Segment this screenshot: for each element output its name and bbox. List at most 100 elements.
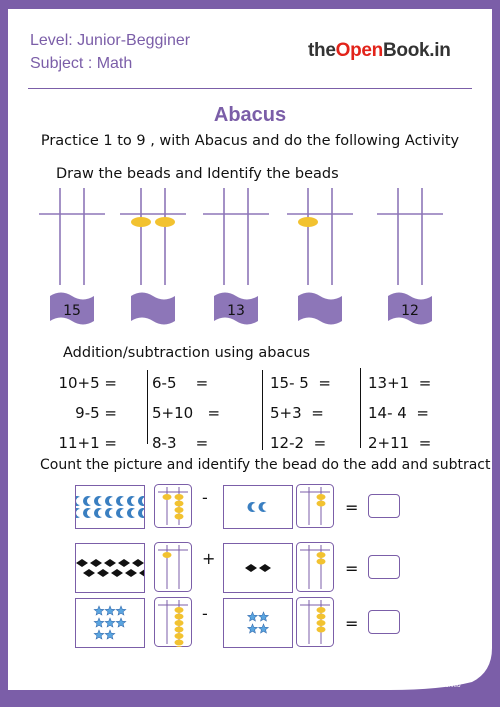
mini-abacus xyxy=(296,542,334,592)
bead xyxy=(316,494,326,500)
moon-icon xyxy=(105,496,113,506)
moon-icon xyxy=(247,502,256,512)
picture-box xyxy=(75,598,145,648)
picture-box xyxy=(223,485,293,529)
star-icon xyxy=(257,611,270,622)
star-icon xyxy=(115,605,127,616)
level-label: Level: Junior-Begginer xyxy=(30,32,191,49)
star-icon xyxy=(93,605,105,616)
bead xyxy=(174,494,184,500)
bead xyxy=(174,633,184,639)
equation: 2+11 = xyxy=(368,434,432,452)
moon-icon xyxy=(116,508,124,518)
equation: 12-2 = xyxy=(270,434,327,452)
section3-heading: Count the picture and identify the bead … xyxy=(40,457,491,473)
bead xyxy=(174,607,184,613)
bead xyxy=(162,494,172,500)
picture-box xyxy=(75,543,151,593)
operator-sign: - xyxy=(202,604,208,623)
bead xyxy=(174,626,184,633)
section1-heading: Draw the beads and Identify the beads xyxy=(56,166,339,182)
diamond-icon xyxy=(132,559,144,567)
brand-the: the xyxy=(308,40,336,61)
star-icon xyxy=(104,617,116,628)
abacus-row: 15 13 12 xyxy=(39,188,443,325)
bead xyxy=(155,217,175,227)
number-flag-label: 15 xyxy=(63,303,81,319)
bead xyxy=(316,613,326,620)
bead xyxy=(162,552,172,558)
brand-open: Open xyxy=(335,40,384,61)
moon-icon xyxy=(105,508,113,518)
mini-abacus xyxy=(154,542,192,592)
number-flag xyxy=(50,292,94,325)
diamond-icon xyxy=(139,569,151,577)
picture-box xyxy=(223,598,293,648)
moon-icon xyxy=(116,496,124,506)
brand-logo[interactable]: theOpenBook.in xyxy=(308,40,451,62)
mini-abacus xyxy=(296,484,334,528)
bead xyxy=(174,507,184,513)
diamond-icon xyxy=(125,569,137,577)
equals-sign: = xyxy=(345,498,359,517)
answer-box[interactable] xyxy=(368,494,400,518)
bead xyxy=(316,558,326,565)
moon-icon xyxy=(83,508,91,518)
star-icon xyxy=(93,629,105,640)
number-flag xyxy=(388,292,432,325)
moon-icon xyxy=(72,508,80,518)
equation: 8-3 = xyxy=(152,434,209,452)
number-flag xyxy=(298,292,342,325)
equation: 13+1 = xyxy=(368,374,432,392)
diamond-icon xyxy=(111,569,123,577)
abacus-frame: 15 xyxy=(39,188,105,325)
equation: 11+1 = xyxy=(58,434,117,452)
moon-icon xyxy=(127,496,135,506)
moon-icon xyxy=(127,508,135,518)
picture-box xyxy=(223,543,293,593)
answer-box[interactable] xyxy=(368,555,400,579)
answer-box[interactable] xyxy=(368,610,400,634)
mini-abacus xyxy=(154,597,192,647)
star-icon xyxy=(104,605,116,616)
equation: 6-5 = xyxy=(152,374,209,392)
equals-sign: = xyxy=(345,559,359,578)
bead xyxy=(174,500,184,507)
bead xyxy=(316,626,326,633)
bead xyxy=(316,500,326,507)
abacus-frame: 13 xyxy=(203,188,269,325)
equation: 9-5 = xyxy=(75,404,117,422)
equation: 5+3 = xyxy=(270,404,324,422)
page-title: Abacus xyxy=(213,104,287,126)
bead xyxy=(174,639,184,646)
equals-sign: = xyxy=(345,614,359,633)
copyright-text: Copyright © theopenbook.in. All rights r… xyxy=(335,683,461,689)
star-icon xyxy=(246,623,259,634)
equation: 10+5 = xyxy=(58,374,117,392)
mini-abacus xyxy=(296,597,334,647)
star-icon xyxy=(104,629,116,640)
star-icon xyxy=(246,611,259,622)
number-flag xyxy=(214,292,258,325)
star-icon xyxy=(115,617,127,628)
instruction-text: Practice 1 to 9 , with Abacus and do the… xyxy=(40,133,460,149)
equation: 15- 5 = xyxy=(270,374,331,392)
diamond-icon xyxy=(97,569,109,577)
number-flag-label: 12 xyxy=(401,303,419,319)
bead xyxy=(174,620,184,626)
bead xyxy=(316,552,326,558)
bead xyxy=(298,217,318,227)
column-divider xyxy=(360,368,361,448)
bead xyxy=(175,646,183,647)
moon-icon xyxy=(138,496,146,506)
moon-icon xyxy=(72,496,80,506)
diamond-icon xyxy=(90,559,102,567)
diamond-icon xyxy=(245,564,257,572)
column-divider xyxy=(262,370,263,450)
subject-label: Subject : Math xyxy=(30,55,133,72)
brand-book: Book.in xyxy=(382,40,451,61)
bead xyxy=(174,613,184,620)
abacus-frame xyxy=(120,188,186,325)
moon-icon xyxy=(94,508,102,518)
bead xyxy=(316,607,326,613)
